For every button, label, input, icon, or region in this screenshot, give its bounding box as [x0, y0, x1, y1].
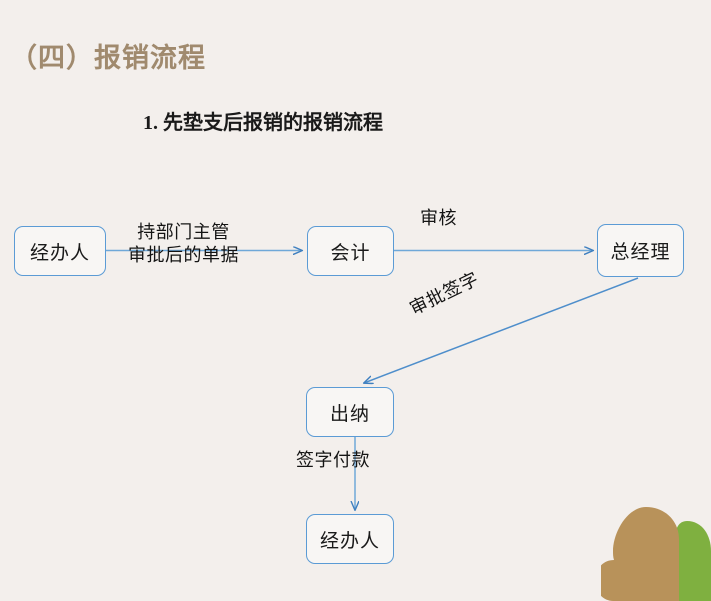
flow-node-handler-final[interactable]: 经办人 [306, 514, 394, 564]
flow-node-cashier[interactable]: 出纳 [306, 387, 394, 437]
flow-node-label: 经办人 [29, 242, 90, 264]
flow-node-accountant[interactable]: 会计 [307, 226, 394, 276]
edge-label-cashier-to-handler: 签字付款 [296, 450, 370, 470]
decorative-cloud-shape [601, 507, 679, 601]
flow-node-handler[interactable]: 经办人 [14, 226, 106, 276]
flow-node-label: 出纳 [329, 403, 370, 425]
edge-label-line-1: 持部门主管 [137, 222, 230, 242]
edge-label-line-2: 审批后的单据 [128, 244, 239, 265]
decorative-cloud-icon [601, 507, 711, 601]
edge-label-accountant-to-gm: 审核 [420, 208, 457, 228]
decorative-leaf-shape [675, 521, 711, 601]
flow-node-label: 经办人 [319, 530, 380, 552]
page-title: （四）报销流程 [10, 43, 206, 73]
edge-gm-to-cashier [364, 277, 639, 383]
edge-label-gm-to-cashier: 审批签字 [406, 268, 482, 319]
edge-label-handler-to-accountant: 持部门主管 审批后的单据 [128, 221, 239, 266]
flow-node-label: 会计 [330, 242, 371, 264]
page-subtitle: 1. 先垫支后报销的报销流程 [143, 112, 383, 134]
flow-node-general-manager[interactable]: 总经理 [597, 224, 684, 277]
flow-node-label: 总经理 [610, 242, 671, 263]
